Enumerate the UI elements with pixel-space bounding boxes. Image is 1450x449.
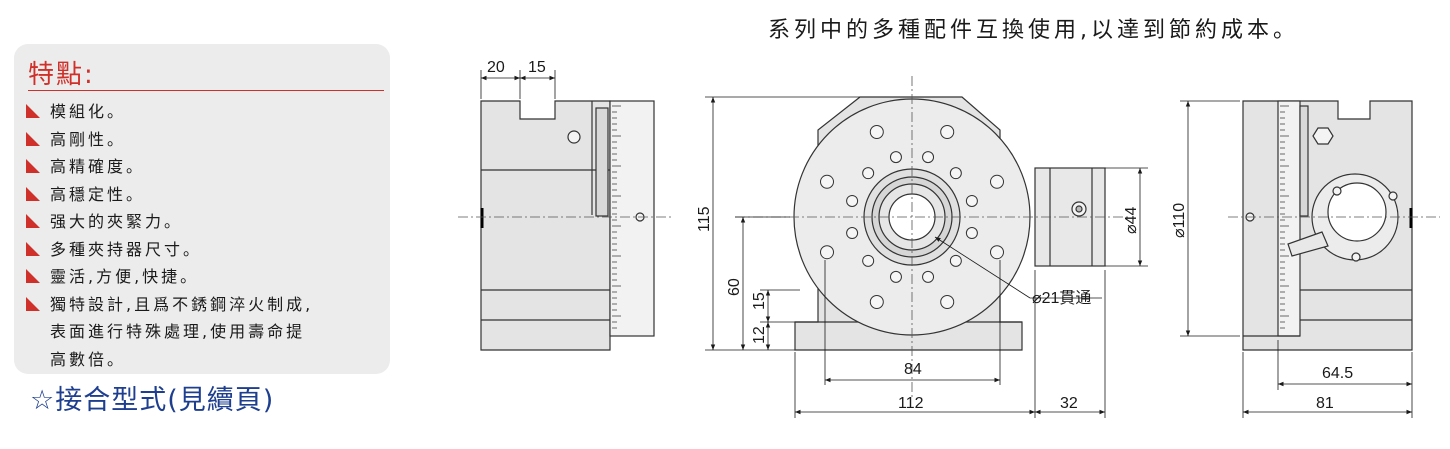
feature-item: 靈活,方便,快捷。 [24,263,313,291]
dim-hole-spacing: 84 [904,361,922,378]
top-caption: 系列中的多種配件互換使用,以達到節約成本。 [768,18,1299,43]
bolt-hole [846,194,859,207]
feature-item: 强大的夾緊力。 [24,208,313,236]
features-panel: 特點: 模組化。 高剛性。 高精確度。 高穩定性。 强大的夾緊力。 多種夾持器尺… [14,44,390,374]
feature-item: 高剛性。 [24,126,313,154]
features-divider [28,90,384,91]
bolt-hole [862,254,875,267]
features-list: 模組化。 高剛性。 高精確度。 高穩定性。 强大的夾緊力。 多種夾持器尺寸。 靈… [24,98,313,373]
red-triangle-bullet-icon [26,296,40,311]
bolt-hole [889,270,902,283]
dim-slot-width: 20 [487,59,505,76]
left-view-scale-ticks [612,105,621,329]
red-triangle-bullet-icon [26,131,40,146]
features-title: 特點: [28,60,95,90]
front-view-centerlines [735,76,1130,400]
right-view-clamp-bore [1327,182,1387,242]
bolt-hole [965,227,978,240]
feature-item: 獨特設計,且爲不銹鋼淬火制成, 表面進行特殊處理,使用壽命提 高數倍。 [24,291,313,374]
front-view-dimensions [705,96,1148,418]
red-triangle-bullet-icon [26,186,40,201]
red-triangle-bullet-icon [26,159,40,173]
dim-knob-diameter: ⌀44 [1123,206,1140,234]
right-view-scale-ticks [1280,105,1289,329]
bolt-hole [989,174,1004,189]
dim-center-height: 60 [726,278,743,296]
dim-base-width: 112 [898,395,924,412]
dim-right-diameter: ⌀110 [1171,203,1188,238]
joint-type-note: ☆接合型式(見續頁) [30,385,275,416]
dim-step-12: 12 [751,326,768,344]
feature-item: 模組化。 [24,98,313,126]
feature-item: 高穩定性。 [24,181,313,209]
feature-item: 高精確度。 [24,153,313,181]
front-view-bolt-holes [820,125,1004,309]
bolt-hole [869,294,884,309]
red-triangle-bullet-icon [26,214,40,228]
left-view-body [480,100,611,351]
bolt-hole [869,125,884,140]
front-view-knob-screw-inner [1075,205,1083,213]
dim-step-15: 15 [751,292,768,310]
bolt-hole [846,227,859,240]
dim-height: 115 [696,206,713,232]
dim-right-64-5: 64.5 [1322,365,1353,382]
red-triangle-bullet-icon [26,104,40,118]
right-view-dimensions [1180,100,1413,418]
dim-slot-offset: 15 [528,59,546,76]
bolt-hole [820,174,835,189]
bolt-hole [949,254,962,267]
left-side-view [480,100,655,351]
bolt-hole [949,167,962,180]
dim-knob-length: 32 [1060,395,1078,412]
right-view-hex-socket-icon [1312,127,1334,145]
left-view-hole [567,130,581,144]
left-view-dimensions [480,70,556,99]
bolt-hole [862,167,875,180]
feature-item: 多種夾持器尺寸。 [24,236,313,264]
bolt-hole [889,151,902,164]
bolt-hole [989,245,1004,260]
bolt-hole [820,245,835,260]
bolt-hole [940,294,955,309]
red-triangle-bullet-icon [26,269,40,283]
right-side-view [1242,100,1413,351]
front-view-knob [1034,167,1106,267]
red-triangle-bullet-icon [26,241,40,256]
left-view-scale [609,100,655,337]
bolt-hole [922,270,935,283]
right-view-lever [1287,231,1329,257]
bolt-hole [922,151,935,164]
bolt-hole [940,125,955,140]
dim-bore: ⌀21貫通 [1032,289,1091,307]
bolt-hole [965,194,978,207]
bore-leader [934,236,1031,299]
dim-right-width: 81 [1316,395,1334,412]
